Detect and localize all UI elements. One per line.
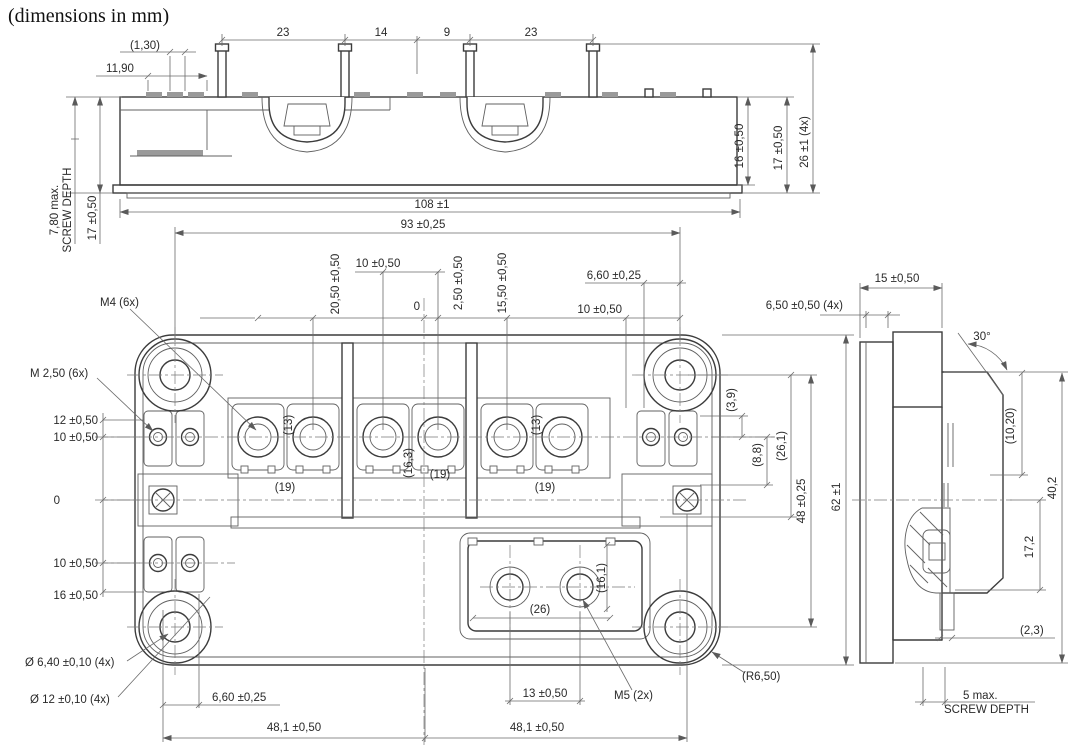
dim-row-10-bot: 10 ±0,50 [53,558,98,570]
dim-dia-640: Ø 6,40 ±0,10 (4x) [25,657,115,669]
dim-zero-top: 0 [414,301,420,313]
dim-col-10-right: 10 ±0,50 [577,304,622,316]
dim-height-body: 16 ±0,50 [734,124,746,169]
dim-screw-depth-value: 5 max. [963,690,998,702]
dim-row-16: 16 ±0,50 [53,590,98,602]
dim-pad-offset: 11,90 [106,63,134,75]
front-view-dimensions [66,34,820,244]
dim-right-88: (8,8) [752,443,764,467]
dim-length: 108 ±1 [414,199,449,211]
dim-grp3-19: (19) [535,482,556,494]
dim-col-1550: 15,50 ±0,50 [497,253,509,314]
front-view-pins [214,43,712,98]
dim-col-10-left: 10 ±0,50 [356,258,401,270]
plan-view-aux-pocket [459,532,651,640]
side-view-clamp [904,507,951,594]
front-view-labels: 23 14 9 23 (1,30) 11,90 16 ±0,50 17 ±0,5… [49,27,811,252]
dim-right-62: 62 ±1 [831,483,843,512]
dim-grp1-19: (19) [275,482,296,494]
plan-view-labels: 93 ±0,25 20,50 ±0,50 10 ±0,50 0 2,50 ±0,… [25,219,843,734]
dim-zero-left: 0 [54,495,60,507]
dim-angle-30: 30° [973,331,990,343]
drawing-title: (dimensions in mm) [8,5,169,27]
dim-depth-15: 15 ±0,50 [875,273,920,285]
front-view-terminal-domes [261,96,551,153]
dim-corner-660: 6,60 ±0,25 [587,270,641,282]
dim-height-case: 17 ±0,50 [773,126,785,171]
plan-view-dimensions [96,227,854,742]
dim-pad-width: (1,30) [130,40,160,52]
dim-height-left: 17 ±0,50 [87,196,99,241]
front-view-outline [112,96,743,199]
side-view-labels: 15 ±0,50 6,50 ±0,50 (4x) 30° (10,20) 40,… [766,273,1059,716]
plan-view-mounting-holes [138,338,717,664]
dim-screw-depth-label: SCREW DEPTH [62,168,74,253]
dim-dia-12: Ø 12 ±0,10 (4x) [30,694,110,706]
dim-right-261: (26,1) [776,431,788,461]
dim-grp2-19: (19) [430,469,451,481]
label-m5-thread: M5 (2x) [614,690,653,702]
dim-height-pins: 26 ±1 (4x) [799,116,811,168]
label-m250-thread: M 2,50 (6x) [30,368,88,380]
dim-grp1-13: (13) [283,415,295,436]
dim-bot-481-right: 48,1 ±0,50 [510,722,564,734]
dim-pin-pitch-4: 23 [525,27,538,39]
side-view: 15 ±0,50 6,50 ±0,50 (4x) 30° (10,20) 40,… [766,273,1068,716]
side-view-dimensions [820,283,1068,706]
dim-bot-481-left: 48,1 ±0,50 [267,722,321,734]
dim-bot-13: 13 ±0,50 [523,688,568,700]
dim-screw-depth-value: 7,80 max. [49,185,61,236]
dim-right-48: 48 ±0,25 [796,479,808,524]
dim-row-10-top: 10 ±0,50 [53,432,98,444]
dim-screw-depth-label: SCREW DEPTH [944,704,1029,716]
dim-row-12: 12 ±0,50 [53,415,98,427]
dim-right-402: 40,2 [1047,477,1059,499]
front-view: 23 14 9 23 (1,30) 11,90 16 ±0,50 17 ±0,5… [49,27,820,252]
label-m4-thread: M4 (6x) [100,297,139,309]
side-view-outline [859,331,1004,664]
dim-pin-pitch-3: 9 [444,27,450,39]
dim-mount-span: 93 ±0,25 [401,219,446,231]
plan-view: 93 ±0,25 20,50 ±0,50 10 ±0,50 0 2,50 ±0,… [25,219,854,745]
dim-grp2-163: (16,3) [403,448,415,478]
dim-bot-660: 6,60 ±0,25 [212,692,266,704]
dim-aux-161: (16,1) [596,563,608,593]
dim-right-39: (3,9) [726,388,738,412]
dim-col-2050: 20,50 ±0,50 [330,254,342,315]
dim-pin-pitch-2: 14 [375,27,388,39]
dim-radius-650: (R6,50) [742,671,781,683]
front-view-pads [146,92,676,97]
dim-grp3-13: (13) [531,415,543,436]
dim-right-1020: (10,20) [1005,408,1017,445]
dim-right-23: (2,3) [1020,625,1044,637]
dim-pin-pitch-1: 23 [277,27,290,39]
dim-aux-26: (26) [530,604,551,616]
dim-right-172: 17,2 [1024,536,1036,558]
dim-pin-650: 6,50 ±0,50 (4x) [766,300,843,312]
dim-col-250: 2,50 ±0,50 [453,256,465,310]
plan-view-centerlines [95,298,775,745]
